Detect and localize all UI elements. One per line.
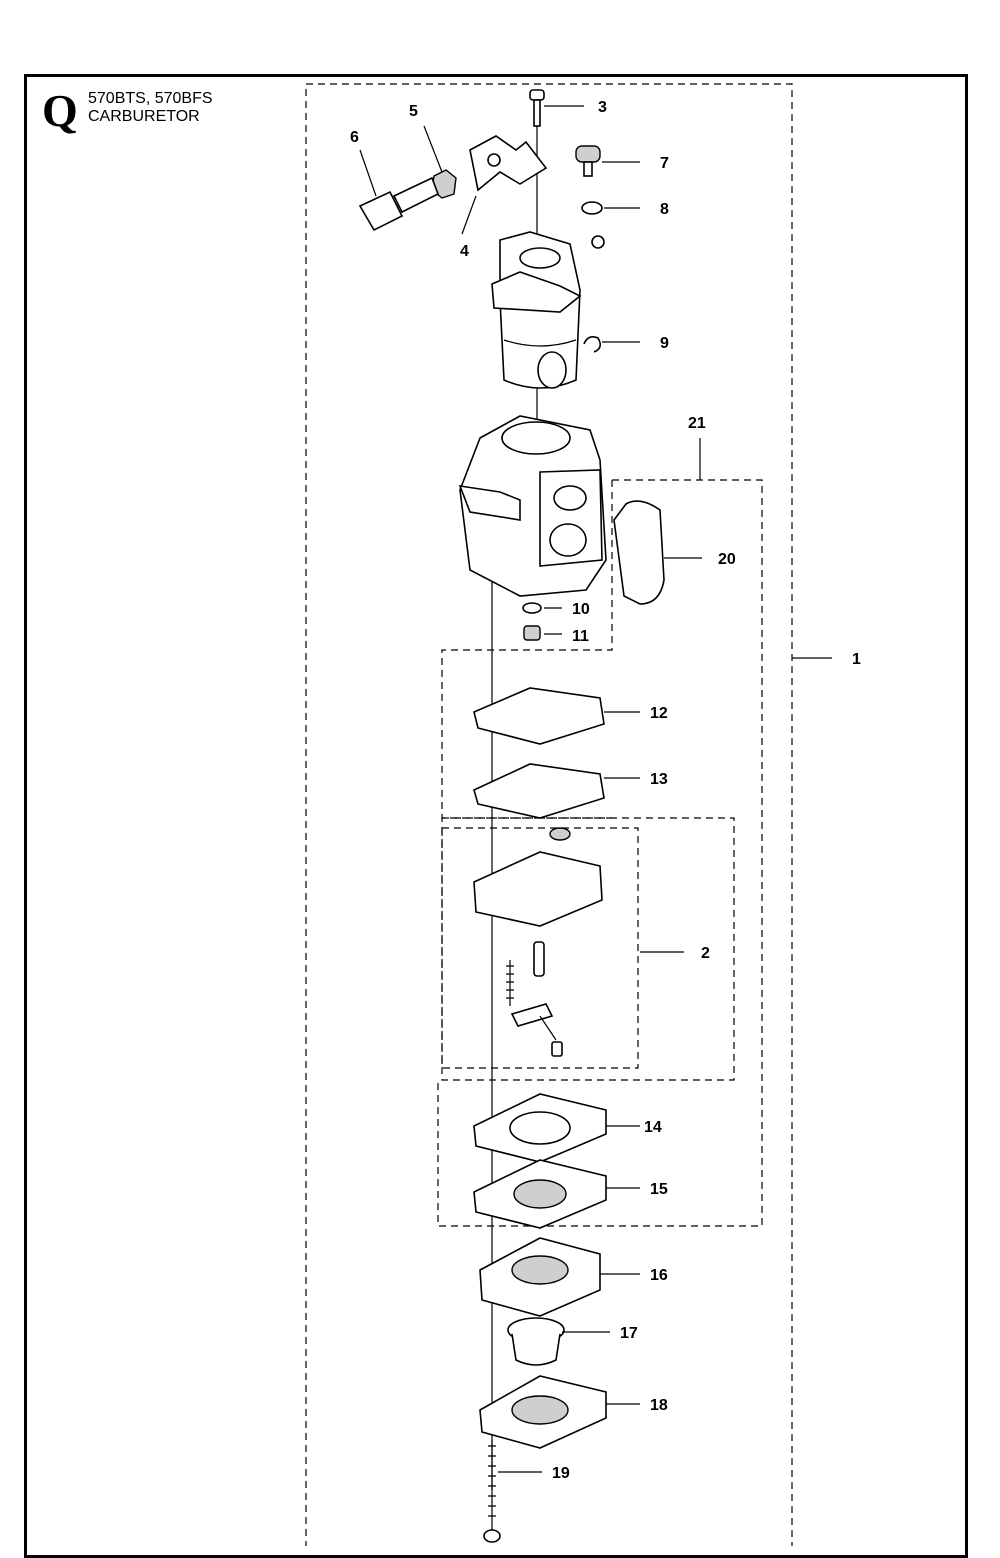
part-carburetor-body	[458, 415, 607, 597]
callout-12: 12	[650, 705, 668, 722]
callout-1: 1	[852, 651, 861, 668]
part-clip-9	[583, 336, 602, 353]
callout-21: 21	[688, 415, 706, 432]
section-title: CARBURETOR	[88, 108, 200, 125]
part-retainer-18	[479, 1375, 607, 1449]
callout-10: 10	[572, 601, 590, 618]
part-screw-3	[529, 89, 545, 127]
callout-14: 14	[644, 1119, 662, 1136]
part-bracket-4	[469, 135, 548, 192]
part-metering-assembly-2	[473, 827, 603, 1057]
part-washer-8	[581, 201, 603, 215]
part-oring-10	[522, 602, 542, 614]
part-diaphragm-13	[473, 763, 605, 819]
callout-11: 11	[572, 628, 589, 645]
callout-6: 6	[350, 129, 359, 146]
part-gasket-12	[473, 687, 605, 745]
callout-16: 16	[650, 1267, 668, 1284]
callout-7: 7	[660, 155, 669, 172]
callout-9: 9	[660, 335, 669, 352]
assembly-boundary	[305, 83, 793, 1546]
part-screw-7	[575, 145, 601, 177]
part-adjuster-6	[358, 176, 440, 232]
callout-17: 17	[620, 1325, 638, 1342]
part-plug-11	[523, 625, 541, 641]
callout-18: 18	[650, 1397, 668, 1414]
part-cover-16	[479, 1237, 601, 1317]
subassembly-2-outer-boundary	[441, 817, 735, 1081]
part-diaphragm-15	[473, 1159, 607, 1229]
leader-lines	[359, 105, 832, 1473]
kit-21-boundary	[437, 479, 763, 1227]
callout-13: 13	[650, 771, 668, 788]
part-throttle-valve	[491, 231, 605, 389]
callout-19: 19	[552, 1465, 570, 1482]
part-gasket-14	[473, 1093, 607, 1163]
callout-20: 20	[718, 551, 736, 568]
part-screw-19	[483, 1440, 501, 1543]
callout-8: 8	[660, 201, 669, 218]
model-numbers: 570BTS, 570BFS	[88, 90, 213, 107]
callout-3: 3	[598, 99, 607, 116]
part-primer-bulb-17	[507, 1317, 565, 1366]
callout-5: 5	[409, 103, 418, 120]
section-letter: Q	[42, 85, 78, 136]
callout-2: 2	[701, 945, 710, 962]
subassembly-2-inner-boundary	[441, 827, 639, 1069]
callout-4: 4	[460, 243, 469, 260]
part-gasket-20	[613, 500, 665, 605]
callout-15: 15	[650, 1181, 668, 1198]
